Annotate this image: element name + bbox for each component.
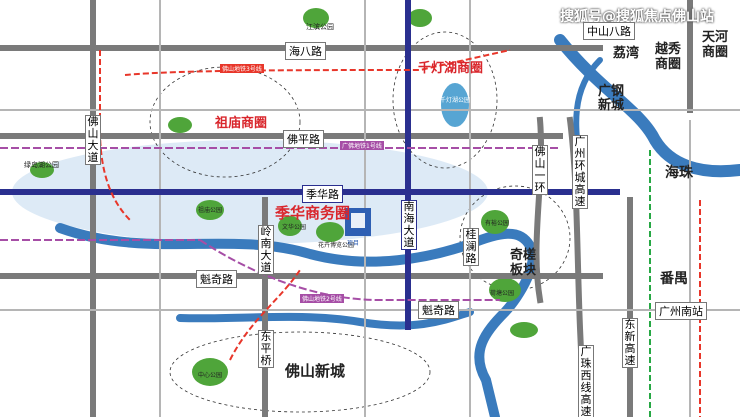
road-label-guangzhounanzhan: 广州南站 [655,302,707,320]
metro-label-line1: 广佛地铁1号线 [340,141,384,150]
area-zumiao: 祖庙商圈 [215,116,268,131]
park-huacheng: 花卉博览公园 [318,242,355,249]
road-label-guangzhuxixian: 广珠西线高速 [578,345,594,417]
road-label-zhongshanbalu: 中山八路 [583,22,635,40]
watermark: 搜狐号@搜狐焦点佛山站 [560,9,714,25]
road-label-lingnandadao: 岭南大道 [258,225,274,275]
area-qilenqiao: 奇槎板块 [510,248,537,278]
road-label-foshanyihuan: 佛山一环 [532,145,548,195]
area-qiandenghu: 千灯湖商圈 [418,61,484,76]
road-label-guangzhouhuancheng: 广州环城高速 [572,135,588,209]
area-yuexiu: 越秀商圈 [655,42,682,72]
road-label-jihualu: 季华路 [302,185,343,203]
metro-label-line3: 佛山地铁3号线 [220,64,264,73]
road-label-dongpingqiao: 东平桥 [258,330,274,368]
road-label-kuiqilu: 魁奇路 [196,270,237,288]
area-haizhu: 海珠 [665,165,693,181]
park-wenhua: 文华公园 [282,224,307,231]
area-jihua: 季华商务圈 [275,204,351,222]
area-tianhe: 天河商圈 [702,30,729,60]
park-huangqi: 荷塘公园 [490,290,515,297]
project-label: 项目 [347,240,360,247]
park-zhongxin: 中心公园 [198,372,223,379]
road-label-foupinglu: 佛平路 [283,130,324,148]
road-label-haibalu: 海八路 [285,42,326,60]
road-label-kuiqilu-se: 魁奇路 [418,301,459,319]
road-label-nanhaidadao: 南海大道 [401,200,417,250]
area-liwan: 荔湾 [613,46,640,61]
park-qiandenghu: 千灯湖公园 [440,97,471,104]
road-label-dongxingaosu: 东新高速 [622,318,638,368]
park-lvdao: 绿岛湖公园 [24,161,59,169]
metro-label-line2: 佛山地铁2号线 [300,294,344,303]
parks [30,8,538,386]
park-zumiao: 祖庙公园 [198,207,223,214]
park-youqing: 有裕公园 [485,220,510,227]
area-foshanxincheng: 佛山新城 [285,362,346,380]
area-guangfo: 广钢新城 [598,84,625,113]
road-label-guilandadao: 桂澜路 [463,228,479,266]
area-panyu: 番禺 [660,271,688,287]
project-marker [345,208,371,236]
park-jiangxin: 江滨公园 [306,23,334,31]
road-label-foshandadao: 佛山大道 [85,115,101,165]
